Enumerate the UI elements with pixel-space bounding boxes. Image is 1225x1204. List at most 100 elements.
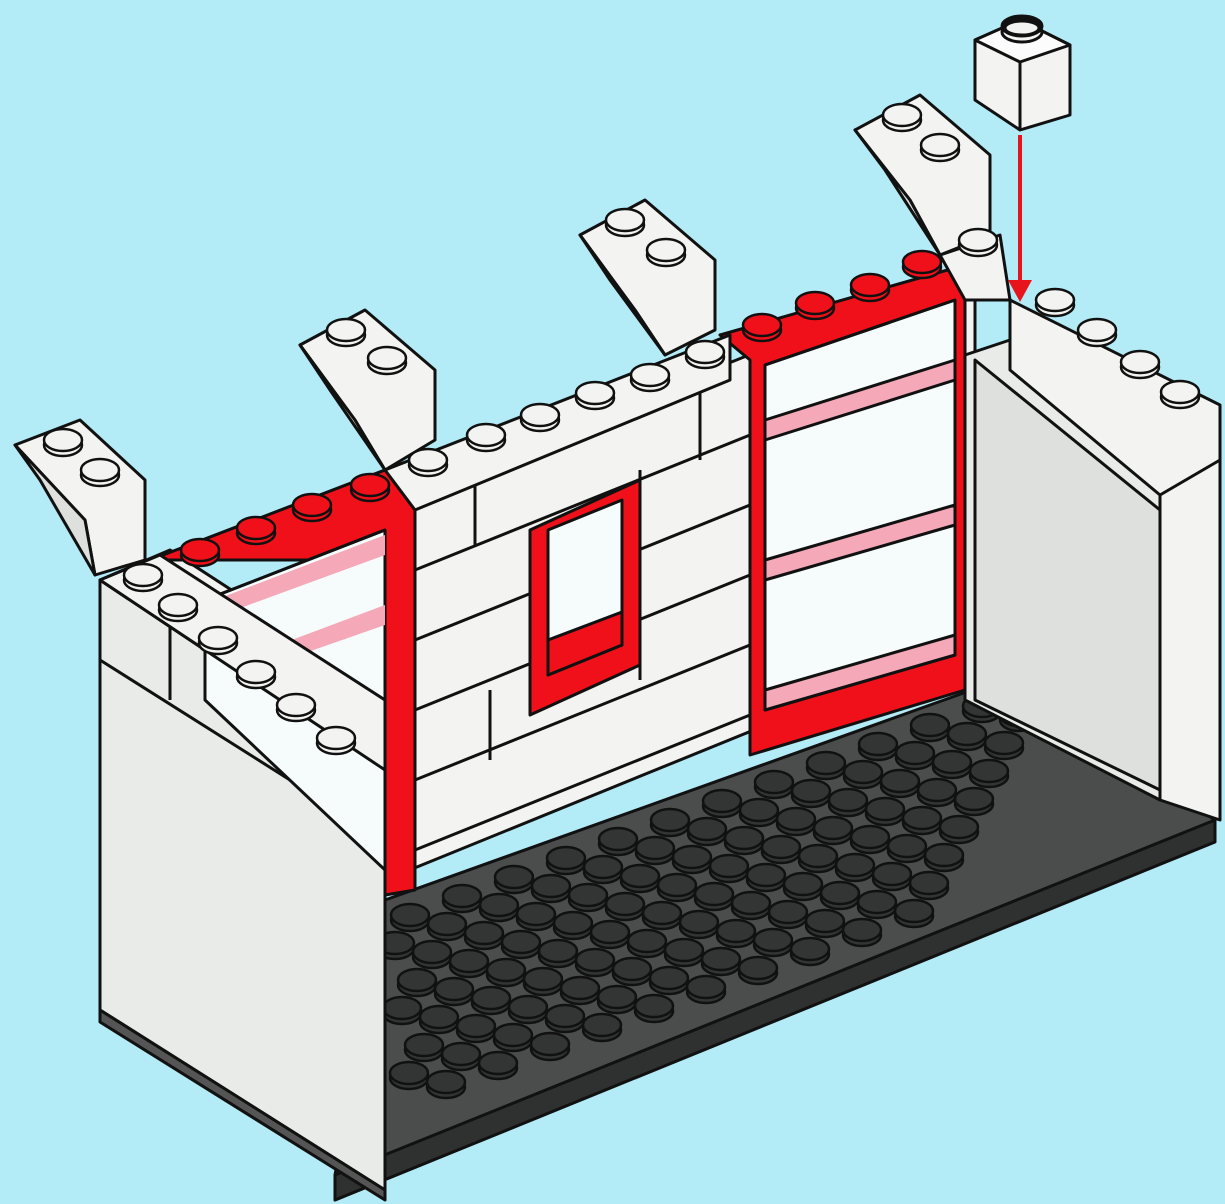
baseplate-stud xyxy=(584,856,622,883)
baseplate-stud xyxy=(881,770,919,797)
baseplate-stud xyxy=(532,875,570,902)
baseplate-stud xyxy=(635,995,673,1022)
baseplate-stud xyxy=(799,845,837,872)
baseplate-stud xyxy=(702,948,740,975)
baseplate-stud xyxy=(398,969,436,996)
baseplate-stud xyxy=(487,959,525,986)
baseplate-stud xyxy=(732,892,770,919)
baseplate-stud xyxy=(836,854,874,881)
baseplate-stud xyxy=(391,904,429,931)
baseplate-stud xyxy=(443,885,481,912)
baseplate-stud xyxy=(829,789,867,816)
baseplate-stud xyxy=(591,921,629,948)
white-stud xyxy=(44,429,82,456)
baseplate-stud xyxy=(621,865,659,892)
white-stud xyxy=(631,364,669,391)
white-stud xyxy=(317,727,355,754)
baseplate-stud xyxy=(442,1043,480,1070)
baseplate-stud xyxy=(650,967,688,994)
red-stud xyxy=(796,292,834,319)
baseplate-stud xyxy=(739,957,777,984)
baseplate-stud xyxy=(762,836,800,863)
baseplate-stud xyxy=(569,884,607,911)
baseplate-stud xyxy=(703,790,741,817)
baseplate-stud xyxy=(658,874,696,901)
baseplate-stud xyxy=(755,771,793,798)
baseplate-stud xyxy=(472,987,510,1014)
red-stud xyxy=(351,474,389,501)
baseplate-stud xyxy=(420,1006,458,1033)
red-stud xyxy=(851,274,889,301)
baseplate-stud xyxy=(517,903,555,930)
baseplate-stud xyxy=(554,912,592,939)
baseplate-stud xyxy=(925,844,963,871)
white-stud xyxy=(576,382,614,409)
white-stud xyxy=(467,424,505,451)
baseplate-stud xyxy=(888,835,926,862)
baseplate-stud xyxy=(740,799,778,826)
white-stud xyxy=(1161,381,1199,408)
baseplate-stud xyxy=(613,958,651,985)
baseplate-stud xyxy=(494,1024,532,1051)
baseplate-stud xyxy=(561,977,599,1004)
baseplate-stud xyxy=(628,930,666,957)
baseplate-stud xyxy=(725,827,763,854)
baseplate-stud xyxy=(599,828,637,855)
white-stud xyxy=(368,347,406,374)
baseplate-stud xyxy=(673,846,711,873)
baseplate-stud xyxy=(405,1034,443,1061)
baseplate-stud xyxy=(933,751,971,778)
baseplate-stud xyxy=(546,1005,584,1032)
white-stud xyxy=(409,449,447,476)
baseplate-stud xyxy=(843,919,881,946)
baseplate-stud xyxy=(680,911,718,938)
baseplate-stud xyxy=(903,807,941,834)
white-stud xyxy=(1078,319,1116,346)
white-stud xyxy=(1036,289,1074,316)
baseplate-stud xyxy=(911,714,949,741)
baseplate-stud xyxy=(651,809,689,836)
baseplate-stud xyxy=(636,837,674,864)
baseplate-stud xyxy=(576,949,614,976)
white-stud xyxy=(327,319,365,346)
baseplate-stud xyxy=(873,863,911,890)
white-stud xyxy=(124,564,162,591)
baseplate-stud xyxy=(547,847,585,874)
white-stud xyxy=(237,661,275,688)
baseplate-stud xyxy=(940,816,978,843)
baseplate-stud xyxy=(895,900,933,927)
baseplate-stud xyxy=(502,931,540,958)
white-stud xyxy=(277,694,315,721)
white-stud xyxy=(1121,351,1159,378)
red-stud xyxy=(293,494,331,521)
white-stud xyxy=(686,341,724,368)
baseplate-stud xyxy=(918,779,956,806)
baseplate-stud xyxy=(539,940,577,967)
baseplate-stud xyxy=(821,882,859,909)
baseplate-stud xyxy=(480,894,518,921)
baseplate-stud xyxy=(851,826,889,853)
baseplate-stud xyxy=(807,752,845,779)
white-stud xyxy=(521,404,559,431)
baseplate-stud xyxy=(784,873,822,900)
baseplate-stud xyxy=(844,761,882,788)
baseplate-stud xyxy=(814,817,852,844)
baseplate-stud xyxy=(665,939,703,966)
baseplate-stud xyxy=(717,920,755,947)
baseplate-stud xyxy=(413,941,451,968)
baseplate-stud xyxy=(435,978,473,1005)
red-stud xyxy=(181,539,219,566)
baseplate-stud xyxy=(479,1052,517,1079)
baseplate-stud xyxy=(710,855,748,882)
white-stud xyxy=(199,627,237,654)
baseplate-stud xyxy=(465,922,503,949)
baseplate-stud xyxy=(791,938,829,965)
white-stud xyxy=(921,134,959,161)
baseplate-stud xyxy=(955,788,993,815)
baseplate-stud xyxy=(457,1015,495,1042)
baseplate-stud xyxy=(428,913,466,940)
baseplate-stud xyxy=(985,732,1023,759)
baseplate-stud xyxy=(792,780,830,807)
baseplate-stud xyxy=(754,929,792,956)
white-stud xyxy=(883,104,921,131)
